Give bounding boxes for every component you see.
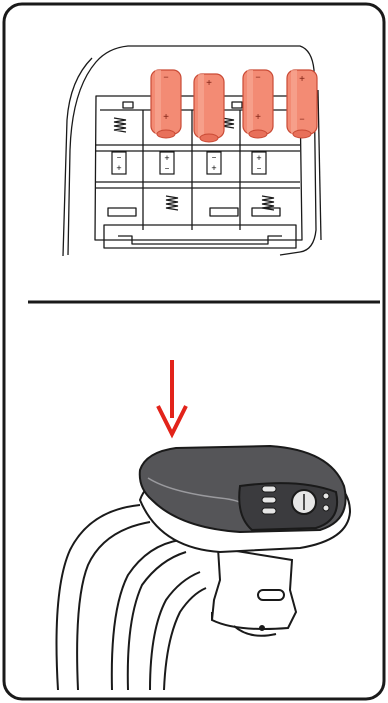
svg-text:+: +	[164, 153, 169, 163]
indicator-slot-3	[262, 508, 276, 514]
svg-text:+: +	[163, 112, 169, 123]
battery-icon: − +	[243, 70, 273, 138]
svg-text:−: −	[257, 164, 262, 173]
polarity-cell-3: − +	[207, 152, 221, 174]
svg-text:+: +	[211, 163, 216, 173]
svg-text:+: +	[256, 153, 261, 163]
svg-text:+: +	[206, 78, 212, 89]
pedestal-slot	[258, 590, 284, 600]
battery-icon: +	[194, 74, 224, 142]
svg-text:−: −	[163, 72, 168, 82]
svg-text:−: −	[212, 153, 217, 162]
svg-text:−: −	[117, 153, 122, 162]
svg-text:−: −	[165, 164, 170, 173]
polarity-cell-4: + −	[252, 152, 266, 174]
indicator-slot-2	[262, 497, 276, 503]
battery-icon: + −	[287, 70, 317, 138]
battery-icon: − +	[151, 70, 181, 138]
indicator-slot-1	[262, 486, 276, 492]
svg-text:+: +	[255, 112, 261, 123]
svg-text:+: +	[116, 163, 121, 173]
svg-text:−: −	[299, 114, 304, 124]
mount-pedestal	[212, 548, 296, 636]
svg-text:+: +	[299, 74, 305, 85]
polarity-cell-2: + −	[160, 152, 174, 174]
polarity-cell-1: − +	[112, 152, 126, 174]
svg-text:−: −	[255, 72, 260, 82]
